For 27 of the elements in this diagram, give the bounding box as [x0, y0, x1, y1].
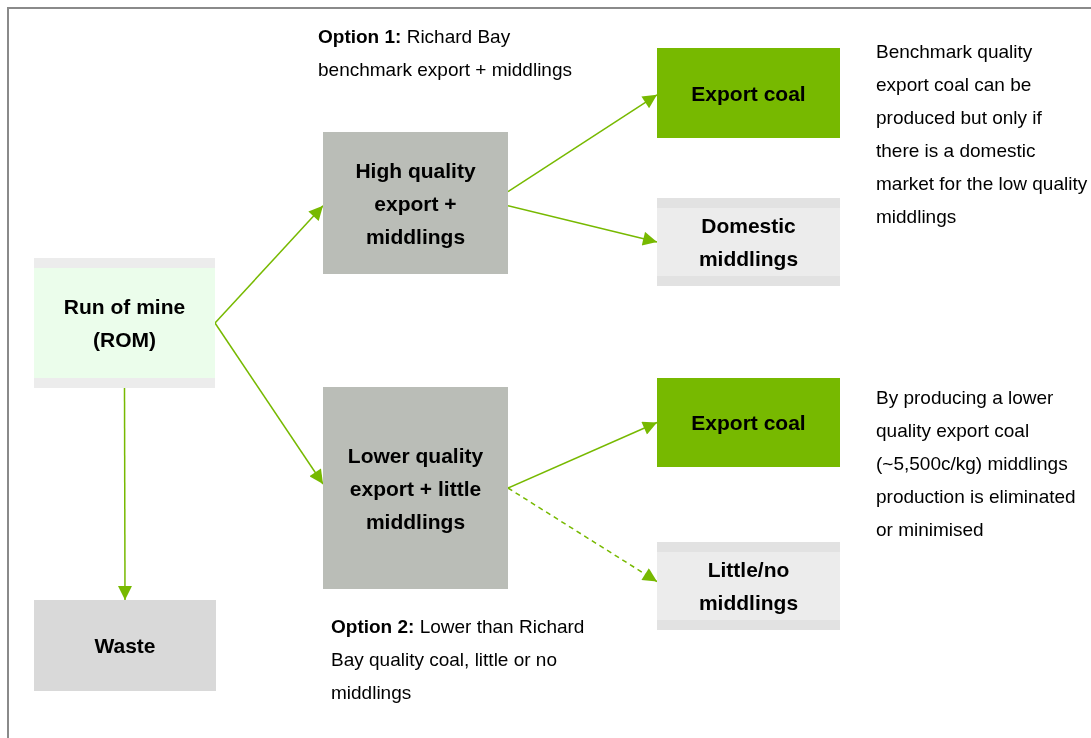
node-label: Run of mine (ROM): [62, 294, 187, 353]
node-label: Export coal: [690, 80, 807, 107]
note-text: By producing a lower quality export coal (~5,500c/kg) middlings production is eliminated or minimised: [876, 386, 1077, 542]
node-label: Export coal: [690, 410, 807, 436]
output-box: [657, 542, 840, 630]
note-text: Option 1: Richard Bay benchmark export + middlings: [318, 25, 573, 82]
arrow: [117, 387, 132, 601]
node-label: Little/no middlings: [697, 557, 800, 616]
arrow: [214, 205, 324, 324]
arrow: [214, 322, 324, 485]
process-box: [323, 387, 508, 589]
arrow: [507, 487, 658, 583]
node-label: Lower quality export + little middlings: [346, 442, 485, 535]
arrow: [507, 205, 658, 246]
arrow: [507, 421, 658, 489]
note-text: Benchmark quality export coal can be produced but only if there is a domestic market for the low quality middlings: [876, 40, 1088, 229]
note-text: Option 2: Lower than Richard Bay quality coal, little or no middlings: [331, 615, 586, 705]
process-box: [34, 258, 215, 388]
output-box: [657, 48, 840, 138]
node-label: High quality export + middlings: [354, 157, 477, 250]
process-box: [323, 132, 508, 274]
node-label: Waste: [93, 633, 157, 659]
arrow: [507, 94, 658, 193]
node-label: Domestic middlings: [697, 213, 800, 272]
output-box: [657, 378, 840, 467]
process-box: [34, 600, 216, 691]
output-box: [657, 198, 840, 286]
